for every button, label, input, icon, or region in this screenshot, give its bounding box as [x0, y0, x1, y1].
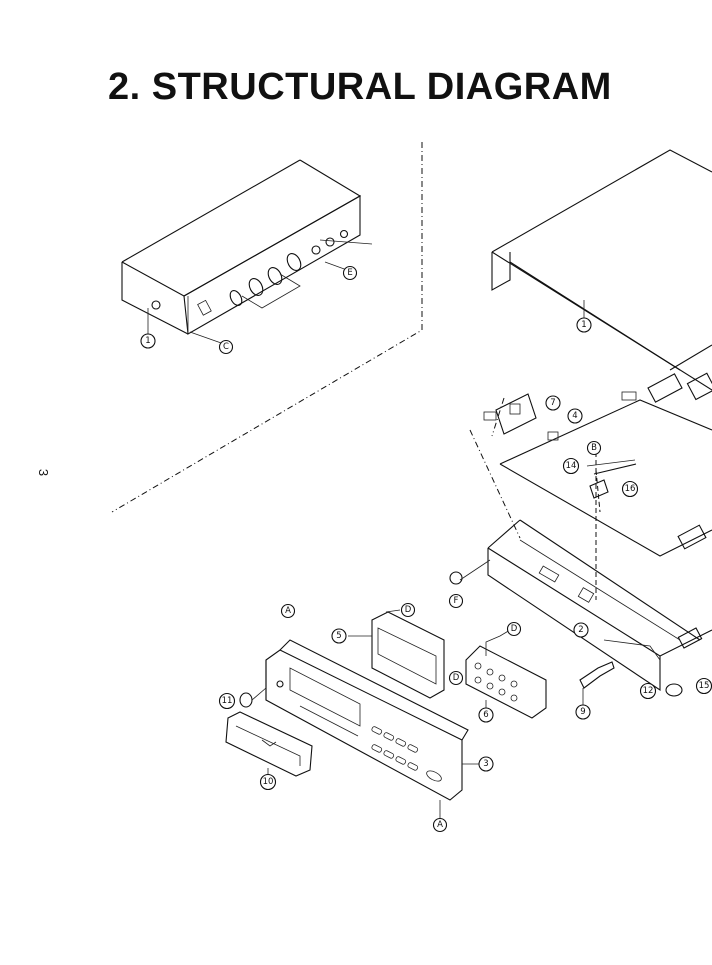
svg-text:9: 9	[580, 707, 585, 717]
front-panel	[265, 639, 480, 822]
callout-d-display: D	[400, 602, 416, 618]
svg-text:A: A	[285, 606, 291, 616]
callout-10: 10	[259, 773, 277, 791]
callout-a-top: A	[280, 603, 296, 619]
svg-text:10: 10	[263, 777, 274, 787]
callout-3: 3	[478, 756, 494, 772]
callout-a-bottom: A	[432, 817, 448, 833]
callout-1: 1	[576, 317, 592, 333]
callout-6: 6	[478, 707, 494, 723]
svg-text:16: 16	[625, 484, 636, 494]
svg-text:7: 7	[550, 398, 555, 408]
callout-9: 9	[575, 704, 591, 720]
svg-text:4: 4	[572, 411, 577, 421]
svg-text:D: D	[511, 624, 518, 634]
callout-15: 15	[695, 677, 712, 695]
callout-e: E	[342, 265, 358, 281]
callout-7: 7	[545, 395, 561, 411]
svg-text:B: B	[591, 443, 597, 453]
svg-text:E: E	[347, 268, 352, 278]
inset-rear-view	[111, 142, 423, 513]
front-door	[225, 711, 313, 778]
svg-text:1: 1	[581, 320, 586, 330]
callout-14: 14	[562, 457, 580, 475]
wire-clamp	[593, 463, 637, 475]
svg-text:14: 14	[566, 461, 577, 471]
callout-5: 5	[331, 628, 347, 644]
callout-f: F	[448, 593, 464, 609]
sub-pcb	[483, 393, 537, 435]
callout-d-jack: D	[506, 621, 522, 637]
svg-text:15: 15	[699, 681, 710, 691]
callout-11: 11	[218, 692, 236, 710]
callout-d-panel: D	[448, 670, 464, 686]
svg-text:3: 3	[483, 759, 488, 769]
lever	[579, 661, 615, 689]
page-title: 2. STRUCTURAL DIAGRAM	[108, 66, 612, 108]
svg-text:2: 2	[578, 625, 583, 635]
callout-4: 4	[567, 408, 583, 424]
top-cover	[491, 149, 712, 391]
callout-b: B	[586, 440, 602, 456]
svg-text:F: F	[454, 596, 459, 606]
svg-text:6: 6	[483, 710, 488, 720]
svg-text:D: D	[405, 605, 412, 615]
svg-text:C: C	[223, 342, 229, 352]
svg-text:A: A	[437, 820, 443, 830]
svg-text:5: 5	[336, 631, 341, 641]
callout-12: 12	[639, 682, 657, 700]
callout-c: C	[218, 339, 234, 355]
svg-text:12: 12	[643, 686, 654, 696]
knob	[239, 687, 267, 708]
callout-16: 16	[621, 480, 639, 498]
display-board	[348, 609, 445, 699]
foot	[665, 683, 683, 697]
grommet	[449, 571, 463, 585]
svg-text:11: 11	[222, 696, 233, 706]
svg-text:D: D	[453, 673, 460, 683]
jack-board	[465, 629, 547, 719]
callout-2: 2	[573, 622, 589, 638]
svg-text:1: 1	[145, 336, 150, 346]
chassis	[469, 372, 712, 692]
callout-1-inset: 1	[140, 333, 156, 349]
